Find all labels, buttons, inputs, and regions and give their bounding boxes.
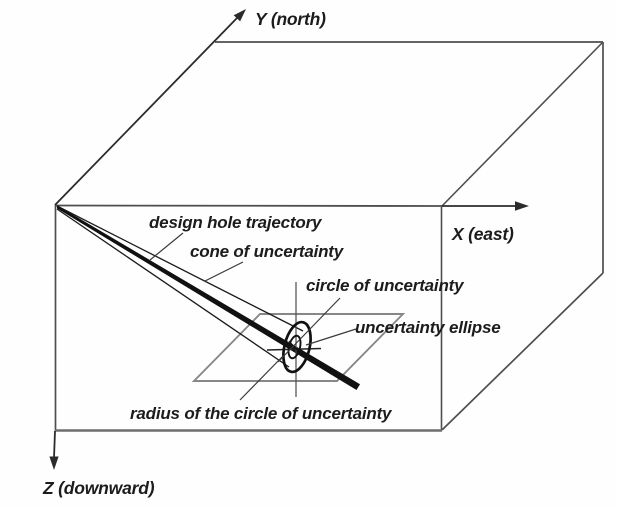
leader-lines — [149, 232, 357, 401]
x-axis-arrowhead-icon — [515, 201, 529, 211]
horizontal-plane — [191, 313, 406, 382]
coordinate-axes — [49, 9, 529, 470]
circle-label: circle of uncertainty — [306, 276, 464, 295]
ellipse-label: uncertainty ellipse — [355, 318, 501, 337]
z-axis-line — [53, 430, 56, 459]
box-bottom-right-diagonal — [441, 272, 604, 431]
ellipse-hatch-line — [288, 340, 302, 355]
radius-leader-line — [239, 355, 284, 401]
trajectory-label: design hole trajectory — [149, 213, 322, 232]
cone-leader-line — [204, 261, 244, 282]
uncertainty-ellipse-shape — [287, 334, 302, 360]
x-axis-label: X (east) — [452, 224, 514, 244]
box-wireframe — [54, 41, 604, 432]
circle-of-uncertainty-shape — [282, 320, 312, 374]
y-axis-arrowhead-icon — [233, 9, 246, 22]
radius-line — [266, 347, 322, 351]
cone-lower-line — [56, 208, 290, 368]
z-axis-arrowhead-icon — [49, 456, 59, 470]
y-axis-line — [54, 17, 238, 206]
box-top-right-diagonal — [441, 41, 604, 207]
circle-leader-line — [277, 297, 341, 363]
box-front-top-edge — [54, 204, 443, 207]
cone-upper-line — [56, 205, 304, 332]
cone-label: cone of uncertainty — [190, 242, 344, 261]
radius-label: radius of the circle of uncertainty — [130, 404, 392, 423]
uncertainty-circle-assembly — [266, 282, 322, 397]
ellipse-leader-line — [305, 328, 357, 346]
y-axis-label: Y (north) — [255, 9, 326, 29]
trajectory-leader-line — [149, 232, 184, 261]
z-axis-label: Z (downward) — [43, 478, 155, 498]
